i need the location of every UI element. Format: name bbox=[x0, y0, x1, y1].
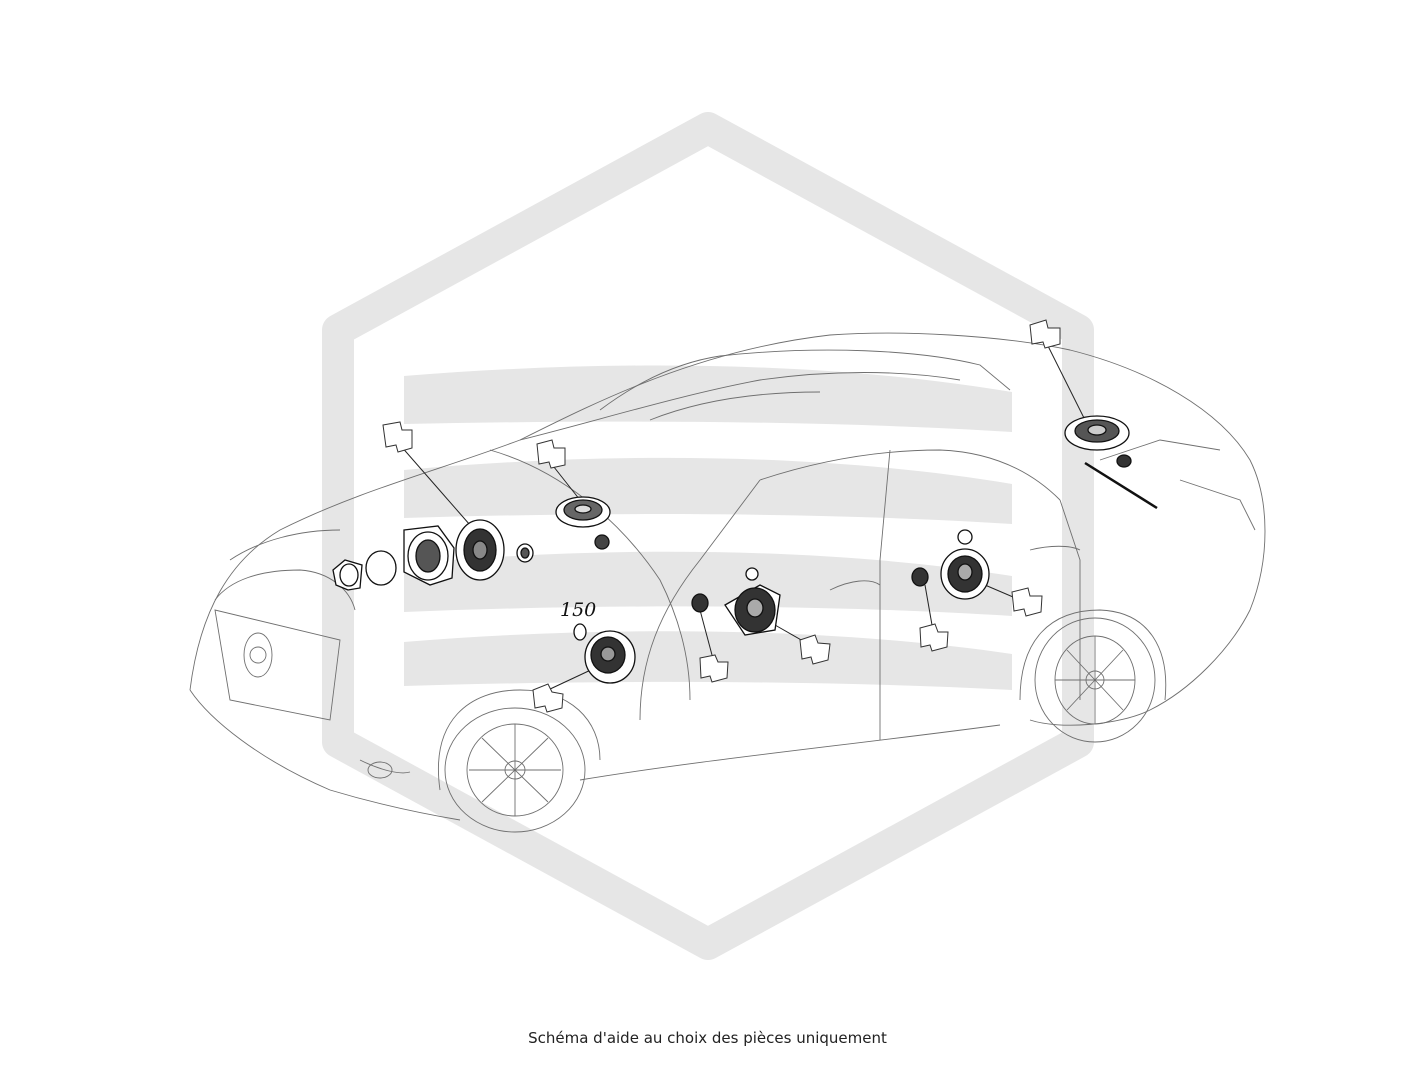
connector-tags bbox=[382, 319, 1061, 713]
car-outline bbox=[189, 332, 1266, 833]
diagram-caption: Schéma d'aide au choix des pièces unique… bbox=[528, 1029, 887, 1047]
callout-label: 150 bbox=[560, 599, 596, 621]
rear-door-speaker bbox=[911, 529, 990, 600]
rear-shelf-speaker bbox=[1064, 415, 1132, 468]
dashboard-center-speaker bbox=[555, 496, 611, 550]
front-door-speaker bbox=[573, 623, 636, 684]
middle-door-speaker bbox=[691, 567, 781, 636]
dashboard-speaker-group bbox=[332, 519, 534, 591]
